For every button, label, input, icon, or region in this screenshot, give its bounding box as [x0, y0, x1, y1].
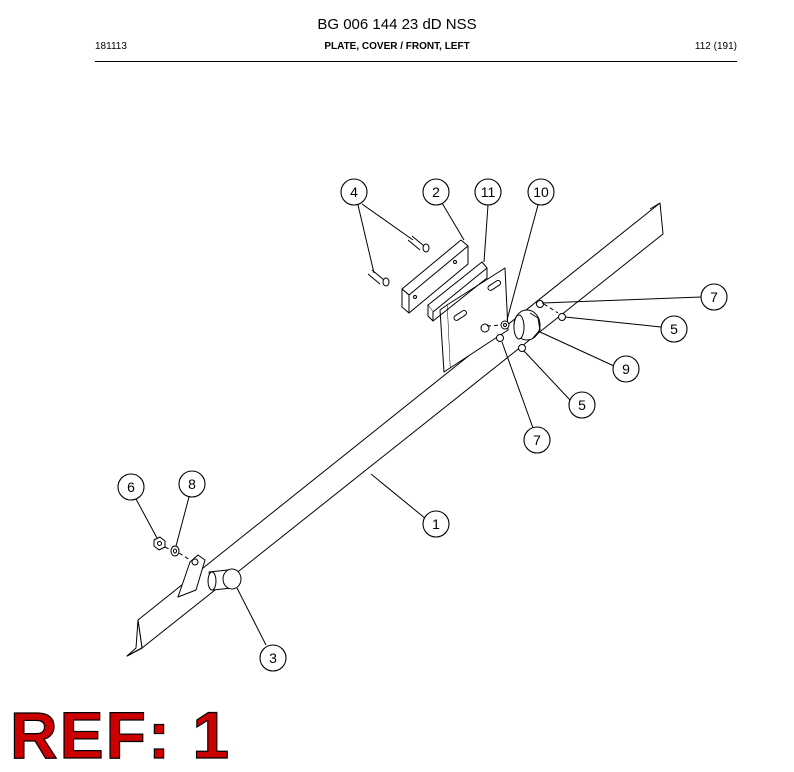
- callout-number: 7: [710, 289, 718, 305]
- callout-bubble: [568, 391, 596, 419]
- callout-number: 11: [481, 184, 496, 200]
- callout-bubble: [700, 283, 728, 311]
- document-number: BG 006 144 23 dD NSS: [317, 16, 477, 33]
- nut-part: [480, 300, 566, 352]
- callout-bubbles: [117, 178, 728, 672]
- callout-bubble: [660, 315, 688, 343]
- thin-plate-part: [427, 261, 488, 322]
- callout-bubble: [422, 510, 450, 538]
- mounting-bracket: [439, 267, 509, 373]
- bumper-part: [513, 309, 541, 341]
- cover-plate-part: [126, 202, 664, 657]
- callout-number: 7: [533, 432, 541, 448]
- callout-bubble: [523, 426, 551, 454]
- callout-bubble: [178, 470, 206, 498]
- callout-number: 10: [533, 184, 549, 200]
- callout-bubble: [527, 178, 555, 206]
- callout-bubble: [340, 178, 368, 206]
- block-part: [401, 239, 469, 314]
- reference-label: REF: 1: [9, 698, 232, 772]
- screw-part: [367, 235, 430, 287]
- callout-number: 1: [432, 516, 440, 532]
- nut-part: [153, 536, 166, 551]
- page-number: 112 (191): [694, 41, 737, 52]
- washer-part: [170, 545, 180, 557]
- roller-part: [207, 568, 242, 591]
- callout-bubble: [474, 178, 502, 206]
- callout-number: 6: [127, 479, 135, 495]
- callout-number: 8: [188, 476, 196, 492]
- callout-number: 4: [350, 184, 358, 200]
- leader-line: [135, 202, 702, 646]
- date-code: 181113: [95, 41, 127, 52]
- assembly-line: [164, 303, 559, 561]
- callout-number: 9: [622, 361, 630, 377]
- end-bracket: [177, 554, 206, 598]
- callout-bubble: [422, 178, 450, 206]
- callout-bubble: [612, 355, 640, 383]
- part-title: PLATE, COVER / FRONT, LEFT: [324, 41, 470, 52]
- callout-bubble: [259, 644, 287, 672]
- callout-number: 5: [578, 397, 586, 413]
- callout-number: 5: [670, 321, 678, 337]
- header-rule: [95, 61, 737, 62]
- callout-bubble: [117, 473, 145, 501]
- callout-number: 2: [432, 184, 440, 200]
- callout-number: 3: [269, 650, 277, 666]
